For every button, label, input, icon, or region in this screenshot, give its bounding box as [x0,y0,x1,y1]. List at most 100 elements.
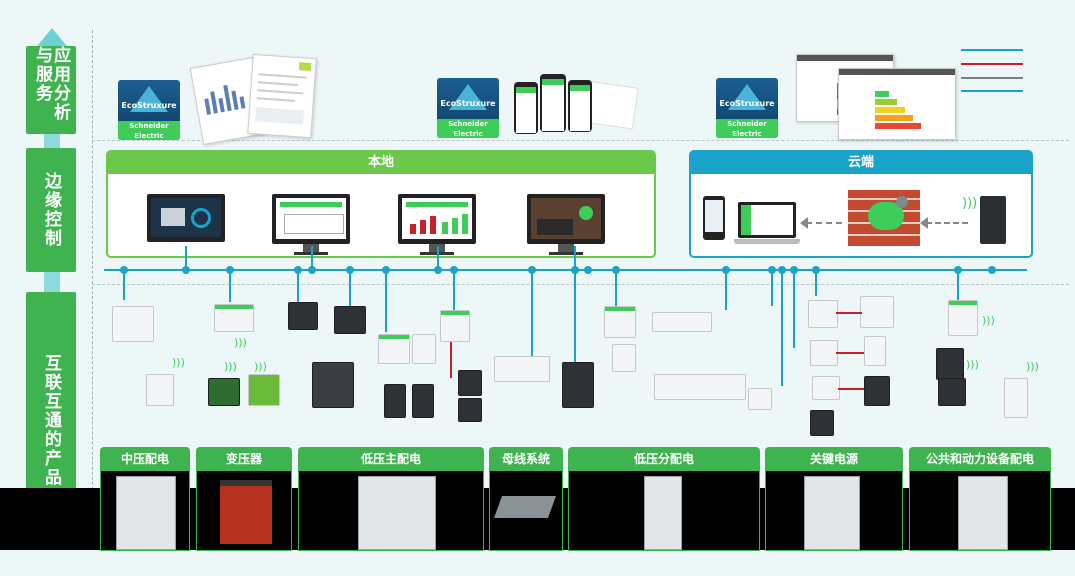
red-wire [836,312,862,314]
bus-connector [123,269,125,300]
report-document [189,57,267,145]
category-transformer: 变压器 [196,447,292,471]
red-wire [450,342,452,378]
breaker-device [938,378,966,406]
bus-connector [771,269,773,306]
bus-node [308,266,316,274]
ecostruxure-logo: EcoStruxure Schneider Electric [437,78,499,138]
meter-device [810,410,834,436]
lv-main-switchboard [358,476,436,550]
meter-device [812,376,840,400]
busway-section [493,496,557,518]
wifi-icon: ))) [962,196,978,211]
cloud-panel-header: 云端 [691,152,1031,174]
bus-connector [815,269,817,296]
bus-connector [453,269,455,310]
bus-connector [574,246,576,269]
mv-switchgear [116,476,176,550]
bus-node [584,266,592,274]
meter-device [860,296,894,328]
bus-node [988,266,996,274]
mobile-app-screens [514,74,639,138]
mcb-row-device [652,312,712,332]
legend-line-cyan [961,49,1023,51]
report-document [247,53,317,139]
bus-connector [957,269,959,300]
meter-device [864,336,886,366]
meter-device [948,300,978,336]
category-mv: 中压配电 [100,447,190,471]
bus-connector [229,269,231,302]
public-power-cabinet [958,476,1008,550]
divider-top [92,140,1069,141]
up-arrow-icon [34,28,70,50]
legend-line-gray [961,77,1023,79]
red-wire [838,388,864,390]
bus-connector [574,269,576,362]
vertical-divider [92,30,93,550]
legend-line-red [961,63,1023,65]
breaker-device [384,384,406,418]
bus-connector [385,269,387,332]
category-lv-main: 低压主配电 [298,447,484,471]
bus-connector [725,269,727,310]
meter-device [604,306,636,338]
bus-connector [185,246,187,269]
laptop-icon [734,202,800,244]
bus-connector [311,246,313,269]
hmi-monitor [147,194,225,242]
display-device [334,306,366,334]
ecostruxure-brand: EcoStruxure [719,99,775,108]
breaker-device [936,348,964,380]
wifi-icon: ))) [1026,360,1039,373]
arrow-head-icon [920,217,928,229]
layer-edge: 边缘控制 [26,148,76,272]
ecostruxure-brand: EcoStruxure [121,101,177,110]
layer-application: 应用分析与服务 [26,46,76,134]
bus-connector [793,269,795,348]
wifi-icon: ))) [254,360,267,373]
breaker-device [458,370,482,396]
sensor-device [208,378,240,406]
scada-monitor [272,194,350,255]
wifi-icon: ))) [224,360,237,373]
breaker-device [458,398,482,422]
schneider-brand: Schneider Electric [716,119,778,138]
ecostruxure-logo: EcoStruxure Schneider Electric [716,78,778,138]
bus-connector [297,269,299,302]
gateway-icon [980,196,1006,244]
sensor-device [248,374,280,406]
wifi-icon: ))) [966,358,979,371]
bus-connector [349,269,351,306]
tablet-icon [703,196,725,240]
arrow-head-icon [800,217,808,229]
category-critical-power: 关键电源 [765,447,903,471]
category-busway: 母线系统 [489,447,563,471]
data-flow-arrow [926,222,968,224]
communication-bus [104,269,1027,271]
lv-distribution-panel [644,476,682,550]
air-breaker-device [312,362,354,408]
drive-device [864,376,890,406]
bus-connector [781,269,783,386]
transformer [220,480,272,544]
bus-connector [531,269,533,356]
wifi-icon: ))) [982,314,995,327]
meter-device [808,300,838,328]
bar-graphic [204,84,246,115]
divider-bottom [92,284,1069,285]
wifi-icon: ))) [234,336,247,349]
breaker-device [412,384,434,418]
meter-device [214,304,254,332]
meter-device [440,310,470,342]
layer-edge-label: 边缘控制 [41,172,61,248]
category-public-power: 公共和动力设备配电 [909,447,1051,471]
breaker-device [146,374,174,406]
wifi-icon: ))) [172,356,185,369]
bus-connector [615,269,617,306]
red-wire [836,352,864,354]
meter-device [378,334,410,364]
meter-device [810,340,838,366]
ups-device [562,362,594,408]
critical-power-cabinet [804,476,860,550]
